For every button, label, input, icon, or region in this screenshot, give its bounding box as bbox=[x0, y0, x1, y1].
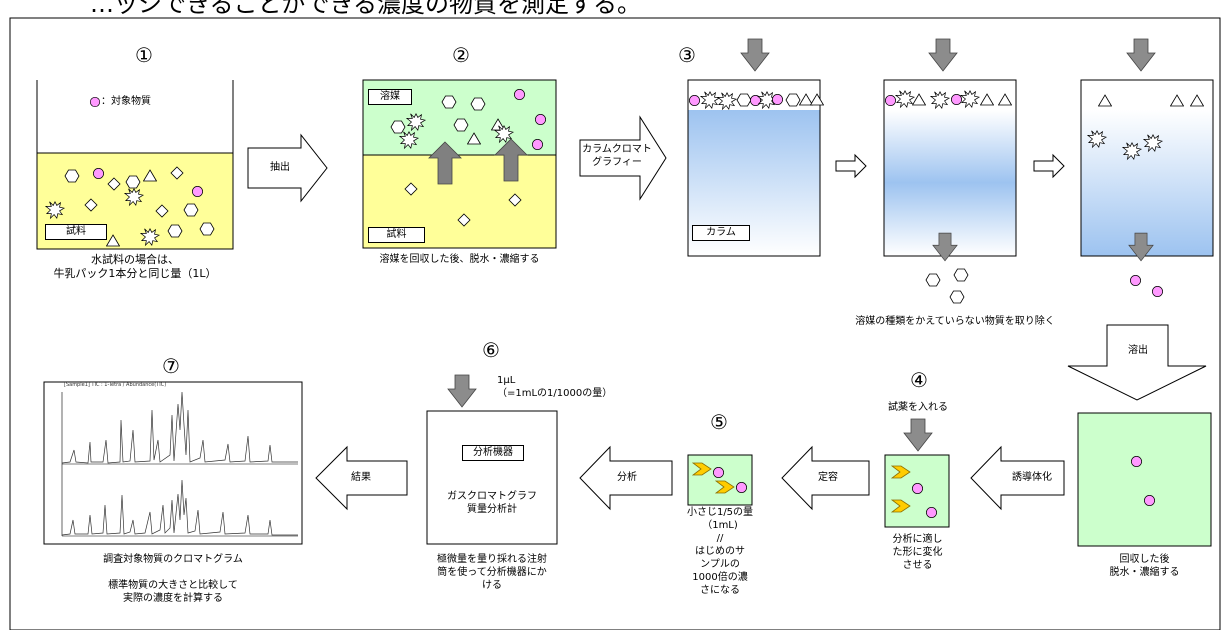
dilute-arrow bbox=[781, 445, 870, 511]
injection-volume-line-1: 1μL bbox=[497, 375, 516, 386]
panel-5-line-4: はじめのサ bbox=[695, 546, 745, 557]
chromatogram-trace-lower bbox=[61, 479, 298, 536]
step-number-7: ⑦ bbox=[162, 354, 180, 378]
panel-7-caption-line-2: 標準物質の大きさと比較して bbox=[108, 580, 238, 591]
panel-4-caption-line-1: 分析に適し bbox=[892, 534, 943, 545]
recovered-caption-line-2: 脱水・濃縮する bbox=[1109, 567, 1180, 578]
panel-1-caption-line-1: 水試料の場合は、 bbox=[91, 253, 179, 266]
panel-6-caption-line-1: 極微量を量り採れる注射 bbox=[437, 554, 547, 565]
step-number-6: ⑥ bbox=[482, 338, 500, 362]
elute-arrow-label: 溶出 bbox=[1128, 345, 1148, 356]
derivatize-arrow bbox=[970, 445, 1065, 511]
instrument-label: 分析機器 bbox=[462, 445, 524, 461]
panel-5-line-7: さになる bbox=[700, 585, 740, 596]
panel-1-caption-line-2: 牛乳パック1本分と同じ量（1L） bbox=[53, 267, 217, 280]
extract-arrow-label: 抽出 bbox=[270, 162, 290, 173]
step-number-4: ④ bbox=[910, 368, 928, 392]
analyze-arrow bbox=[579, 445, 673, 511]
target-substance-icon bbox=[192, 186, 203, 197]
target-substance-icon bbox=[89, 96, 101, 108]
instrument-name-line-1: ガスクロマトグラフ bbox=[447, 491, 537, 502]
solvent-label: 溶媒 bbox=[368, 89, 412, 105]
panel-3-caption: 溶媒の種類をかえていらない物質を取り除く bbox=[855, 316, 1055, 327]
target-substance-icon bbox=[514, 89, 525, 100]
panel-4-derivatization bbox=[884, 418, 950, 528]
panel-7-caption-line-1: 調査対象物質のクロマトグラム bbox=[103, 554, 243, 565]
extract-arrow bbox=[247, 133, 328, 203]
injection-volume-line-2: （=1mLの1/1000の量） bbox=[497, 388, 613, 399]
column-arrow-label-line-2: グラフィー bbox=[592, 157, 642, 168]
panel-5-line-1: 小さじ1/5の量 bbox=[686, 507, 754, 518]
result-arrow bbox=[315, 445, 408, 511]
panel-5-line-5: ンプルの bbox=[700, 559, 740, 570]
instrument-name-line-2: 質量分析計 bbox=[467, 504, 517, 515]
recovered-box bbox=[1077, 412, 1212, 547]
analyze-arrow-label: 分析 bbox=[617, 472, 637, 483]
panel-6-instrument bbox=[426, 374, 558, 545]
sample-label: 試料 bbox=[45, 224, 107, 240]
panel-5-line-3: // bbox=[716, 533, 724, 544]
result-arrow-label: 結果 bbox=[351, 472, 371, 483]
dilute-arrow-label: 定容 bbox=[818, 472, 838, 483]
panel-4-caption-line-3: させる bbox=[902, 560, 933, 571]
step-number-2: ② bbox=[452, 43, 470, 67]
panel-2-caption: 溶媒を回収した後、脱水・濃縮する bbox=[379, 254, 540, 265]
panel-5-line-2: （1mL) bbox=[702, 520, 738, 531]
target-substance-icon bbox=[535, 114, 546, 125]
target-substance-legend: ：対象物質 bbox=[101, 96, 151, 107]
target-substance-icon bbox=[93, 168, 104, 179]
sample-label-2: 試料 bbox=[368, 227, 425, 243]
panel-5-small-volume bbox=[687, 454, 753, 506]
header-text: …ッシできることができる濃度の物質を測定する。 bbox=[90, 0, 642, 18]
panel-2-extraction bbox=[362, 79, 557, 249]
panel-6-caption-line-3: ける bbox=[482, 580, 502, 591]
column-label: カラム bbox=[692, 225, 750, 241]
chromatogram-header: [Sample1] TIC : 1-Tetra / Abundance(TIC) bbox=[64, 382, 167, 388]
step-number-5: ⑤ bbox=[710, 410, 728, 434]
column-chromatography-arrow bbox=[579, 115, 667, 201]
chromatogram-trace-upper bbox=[61, 391, 298, 464]
elute-arrow bbox=[1067, 324, 1207, 401]
derivatize-arrow-label: 誘導体化 bbox=[1012, 472, 1052, 483]
panel-7-chromatogram bbox=[43, 381, 303, 545]
step-number-1: ① bbox=[135, 43, 153, 67]
panel-7-caption-line-3: 実際の濃度を計算する bbox=[123, 593, 223, 604]
reagent-label: 試薬を入れる bbox=[888, 402, 948, 413]
small-arrow-2 bbox=[1033, 153, 1065, 179]
panel-3-columns bbox=[687, 38, 1214, 304]
panel-4-caption-line-2: た形に変化 bbox=[892, 547, 943, 558]
small-arrow-1 bbox=[835, 153, 867, 179]
column-arrow-label-line-1: カラムクロマト bbox=[582, 144, 652, 155]
step-number-3: ③ bbox=[678, 43, 696, 67]
panel-5-line-6: 1000倍の濃 bbox=[692, 572, 748, 583]
target-substance-icon bbox=[532, 139, 543, 150]
recovered-caption-line-1: 回収した後 bbox=[1119, 554, 1170, 565]
panel-6-caption-line-2: 筒を使って分析機器にか bbox=[437, 567, 547, 578]
